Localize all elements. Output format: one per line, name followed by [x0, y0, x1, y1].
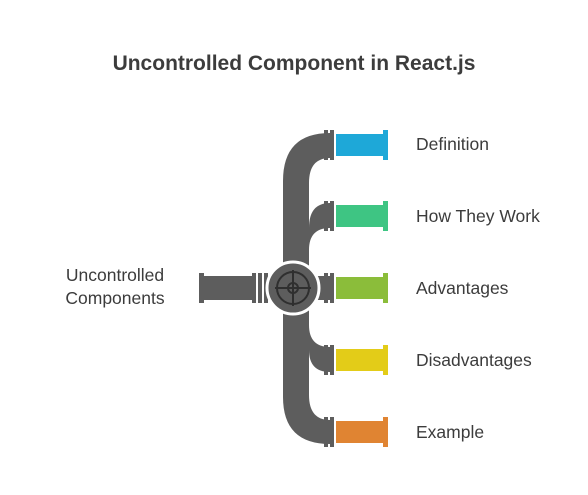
- branch-end-cap: [383, 201, 388, 231]
- page-title: Uncontrolled Component in React.js: [112, 52, 476, 75]
- branch-end-cap: [383, 273, 388, 303]
- branch-label-example: Example: [416, 422, 485, 442]
- branch-ring: [324, 201, 328, 231]
- branch-segment: [336, 421, 384, 443]
- branch-ring: [324, 273, 328, 303]
- branch-ring: [330, 273, 334, 303]
- branch-ring: [324, 345, 328, 375]
- branch-end-cap: [383, 417, 388, 447]
- root-label-line2: Components: [65, 288, 165, 308]
- branch-segment: [336, 134, 384, 156]
- branch-ring: [330, 201, 334, 231]
- branch-segment: [336, 205, 384, 227]
- branch-ring: [330, 130, 334, 160]
- branch-pipe-advantages: [324, 273, 388, 303]
- input-pipe-ring: [258, 273, 262, 303]
- branch-segment: [336, 277, 384, 299]
- branch-ring: [324, 417, 328, 447]
- input-pipe-ring: [252, 273, 256, 303]
- root-label: Uncontrolled Components: [30, 264, 200, 310]
- branch-ring: [324, 130, 328, 160]
- branch-pipe-example: [324, 417, 388, 447]
- branch-label-disadvantages: Disadvantages: [416, 350, 532, 370]
- branch-label-how-they-work: How They Work: [416, 206, 540, 226]
- root-label-line1: Uncontrolled: [65, 265, 165, 285]
- branch-end-cap: [383, 130, 388, 160]
- branch-label-advantages: Advantages: [416, 278, 509, 298]
- branch-segment: [336, 349, 384, 371]
- input-pipe: [202, 276, 252, 300]
- branch-ring: [330, 345, 334, 375]
- valve-wheel-icon: [265, 260, 321, 316]
- input-pipe-cap: [199, 273, 204, 303]
- branch-ring: [330, 417, 334, 447]
- branch-pipe-definition: [324, 130, 388, 160]
- branch-end-cap: [383, 345, 388, 375]
- branch-pipe-disadvantages: [324, 345, 388, 375]
- branch-label-definition: Definition: [416, 134, 489, 154]
- branch-pipe-how-they-work: [324, 201, 388, 231]
